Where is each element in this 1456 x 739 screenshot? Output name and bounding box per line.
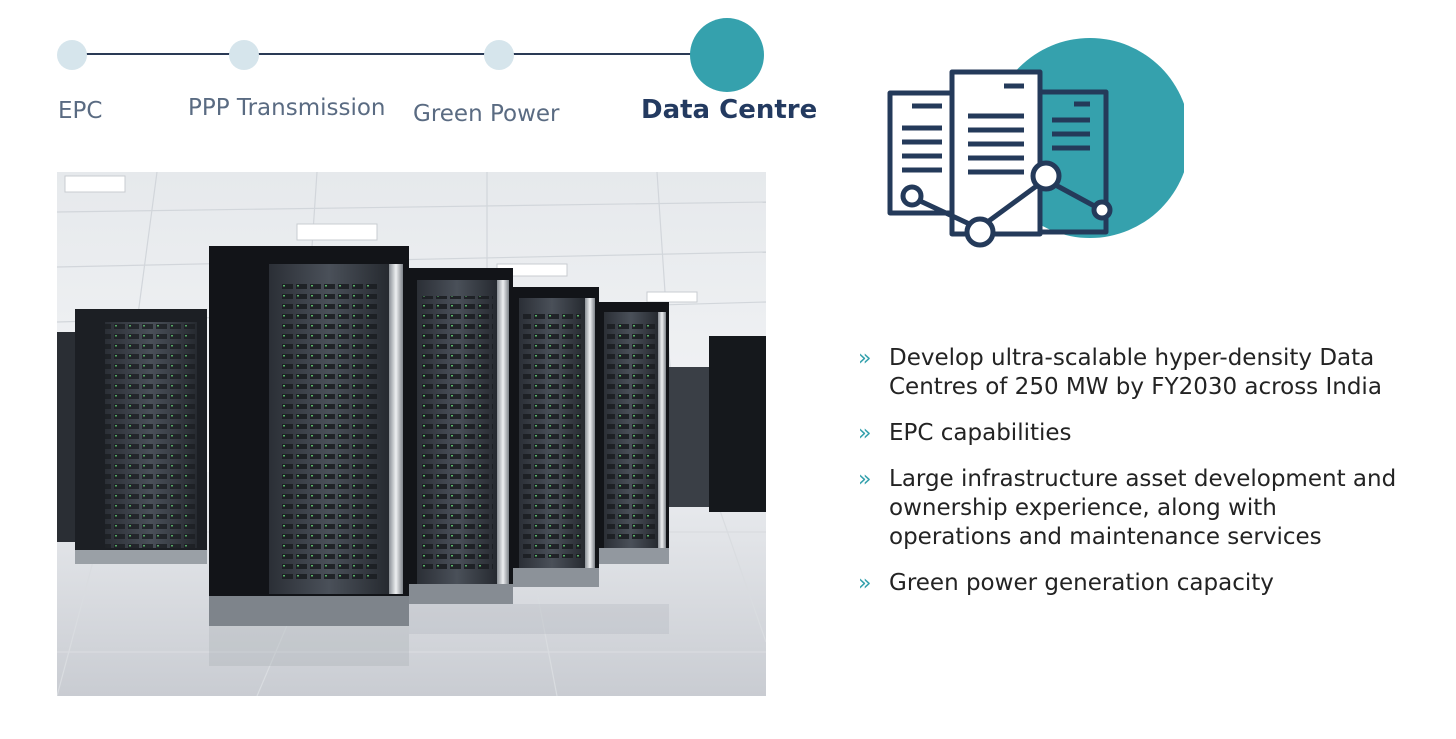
timeline-connector bbox=[72, 53, 726, 55]
double-chevron-icon: » bbox=[858, 467, 872, 492]
timeline-dot-data-centre bbox=[690, 18, 764, 92]
server-room-photo bbox=[57, 172, 766, 696]
timeline-dot-ppp-transmission bbox=[229, 40, 259, 70]
list-item: » Develop ultra-scalable hyper-density D… bbox=[858, 344, 1428, 402]
timeline-label-ppp-transmission: PPP Transmission bbox=[188, 95, 386, 121]
capabilities-list: » Develop ultra-scalable hyper-density D… bbox=[858, 344, 1428, 615]
bullet-line: Green power generation capacity bbox=[889, 570, 1274, 596]
timeline-dot-green-power bbox=[484, 40, 514, 70]
bullet-line: Centres of 250 MW by FY2030 across India bbox=[889, 374, 1382, 400]
bullet-line: operations and maintenance services bbox=[889, 524, 1322, 550]
data-centre-server-network-icon bbox=[887, 38, 1184, 248]
bullet-line: Large infrastructure asset development a… bbox=[889, 466, 1397, 492]
bullet-line: ownership experience, along with bbox=[889, 495, 1277, 521]
timeline-label-data-centre: Data Centre bbox=[641, 95, 818, 125]
bullet-line: Develop ultra-scalable hyper-density Dat… bbox=[889, 345, 1375, 371]
double-chevron-icon: » bbox=[858, 346, 872, 371]
list-item: » Large infrastructure asset development… bbox=[858, 465, 1428, 552]
double-chevron-icon: » bbox=[858, 571, 872, 596]
timeline-label-green-power: Green Power bbox=[413, 101, 560, 127]
list-item: » Green power generation capacity bbox=[858, 569, 1428, 598]
progress-timeline: EPC PPP Transmission Green Power Data Ce… bbox=[0, 0, 840, 140]
list-item: » EPC capabilities bbox=[858, 419, 1428, 448]
timeline-dot-epc bbox=[57, 40, 87, 70]
timeline-label-epc: EPC bbox=[58, 98, 103, 124]
double-chevron-icon: » bbox=[858, 421, 872, 446]
bullet-line: EPC capabilities bbox=[889, 420, 1072, 446]
